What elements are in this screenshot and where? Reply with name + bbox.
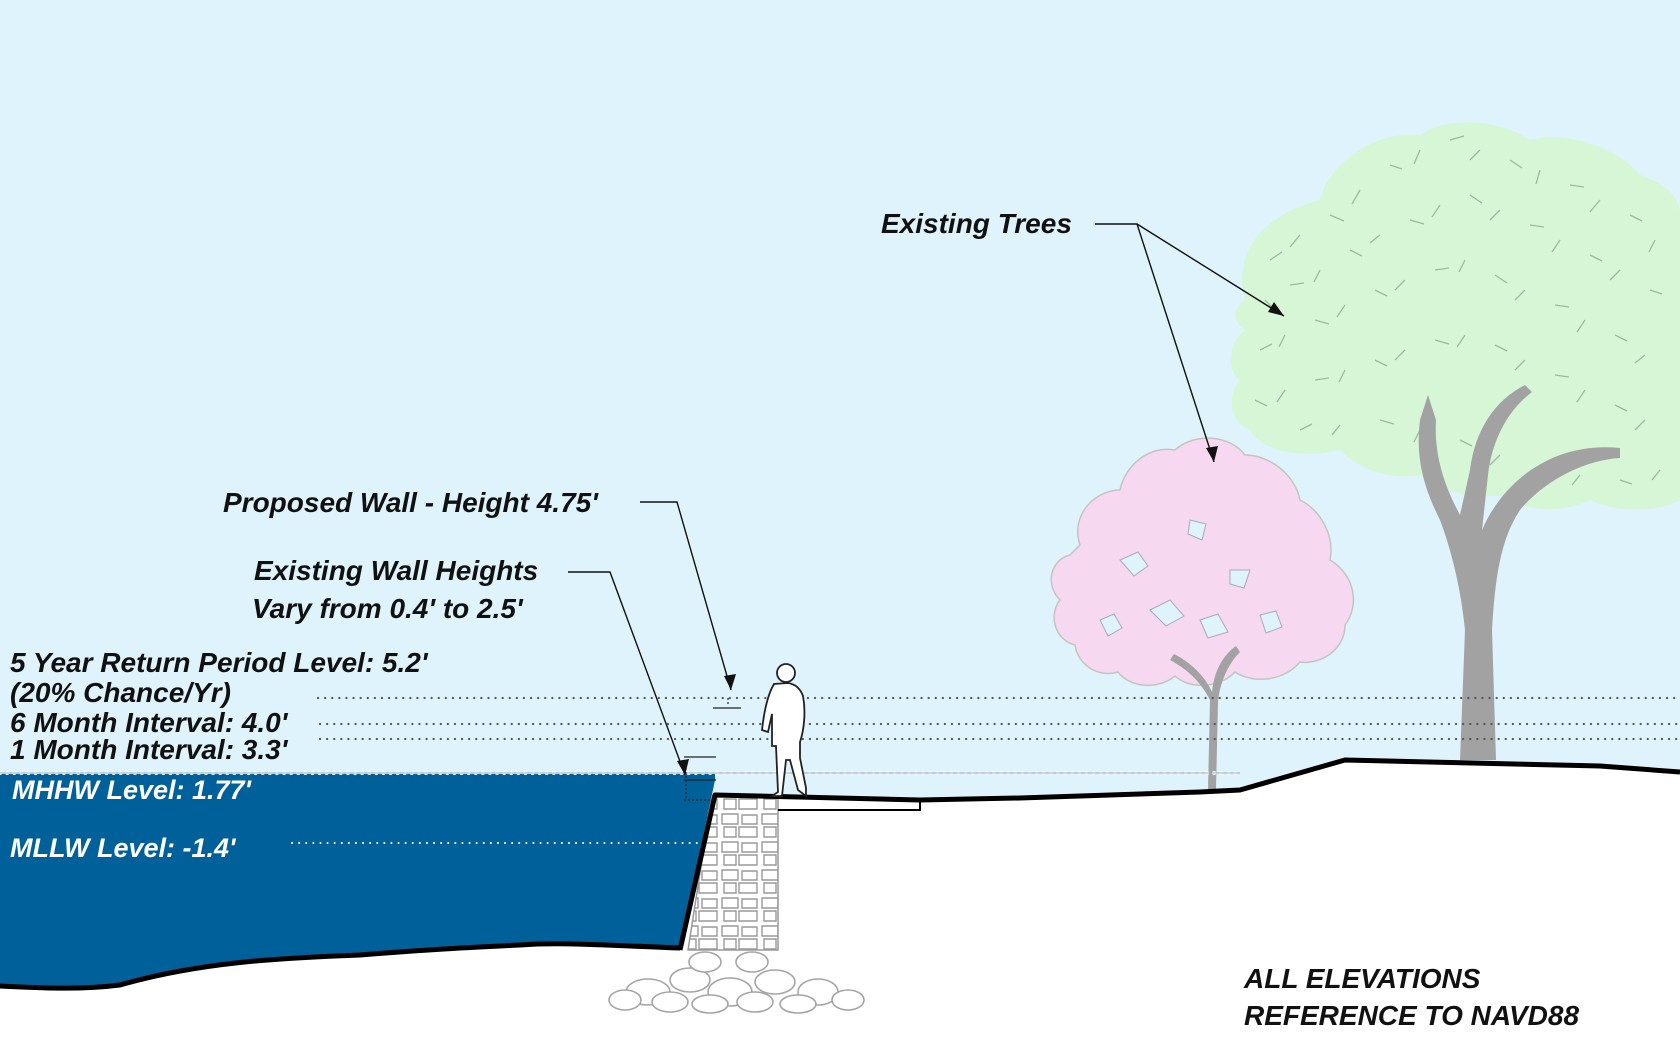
water-body xyxy=(0,774,715,989)
one-month-interval-label: 1 Month Interval: 3.3' xyxy=(10,734,289,765)
elevation-note-line1: ALL ELEVATIONS xyxy=(1243,963,1481,994)
five-year-level-label: 5 Year Return Period Level: 5.2' xyxy=(10,647,429,678)
existing-wall-label-line2: Vary from 0.4' to 2.5' xyxy=(252,593,524,624)
six-month-interval-label: 6 Month Interval: 4.0' xyxy=(10,707,289,738)
leader-arrowheads xyxy=(677,302,1284,775)
existing-trees-label: Existing Trees xyxy=(881,208,1072,239)
existing-wall-label-line1: Existing Wall Heights xyxy=(254,555,538,586)
leader-lines xyxy=(568,223,1285,776)
walkway-slab xyxy=(778,800,921,811)
wall-height-markers xyxy=(684,698,741,801)
tree-small-pink-icon xyxy=(1050,437,1355,790)
riprap-stones xyxy=(608,951,865,1014)
ground-profile-line xyxy=(677,757,1680,951)
bank-bottom-line xyxy=(0,941,681,991)
ground xyxy=(0,760,1680,1044)
mllw-level-label: MLLW Level: -1.4' xyxy=(10,833,237,863)
tree-large-icon xyxy=(1230,122,1680,760)
mhhw-level-label: MHHW Level: 1.77' xyxy=(12,775,253,805)
elevation-note-line2: REFERENCE TO NAVD88 xyxy=(1244,1000,1579,1031)
five-year-chance-label: (20% Chance/Yr) xyxy=(10,677,231,708)
proposed-wall-label: Proposed Wall - Height 4.75' xyxy=(223,487,599,518)
person-silhouette-icon xyxy=(761,663,807,798)
reference-lines xyxy=(316,696,1680,741)
